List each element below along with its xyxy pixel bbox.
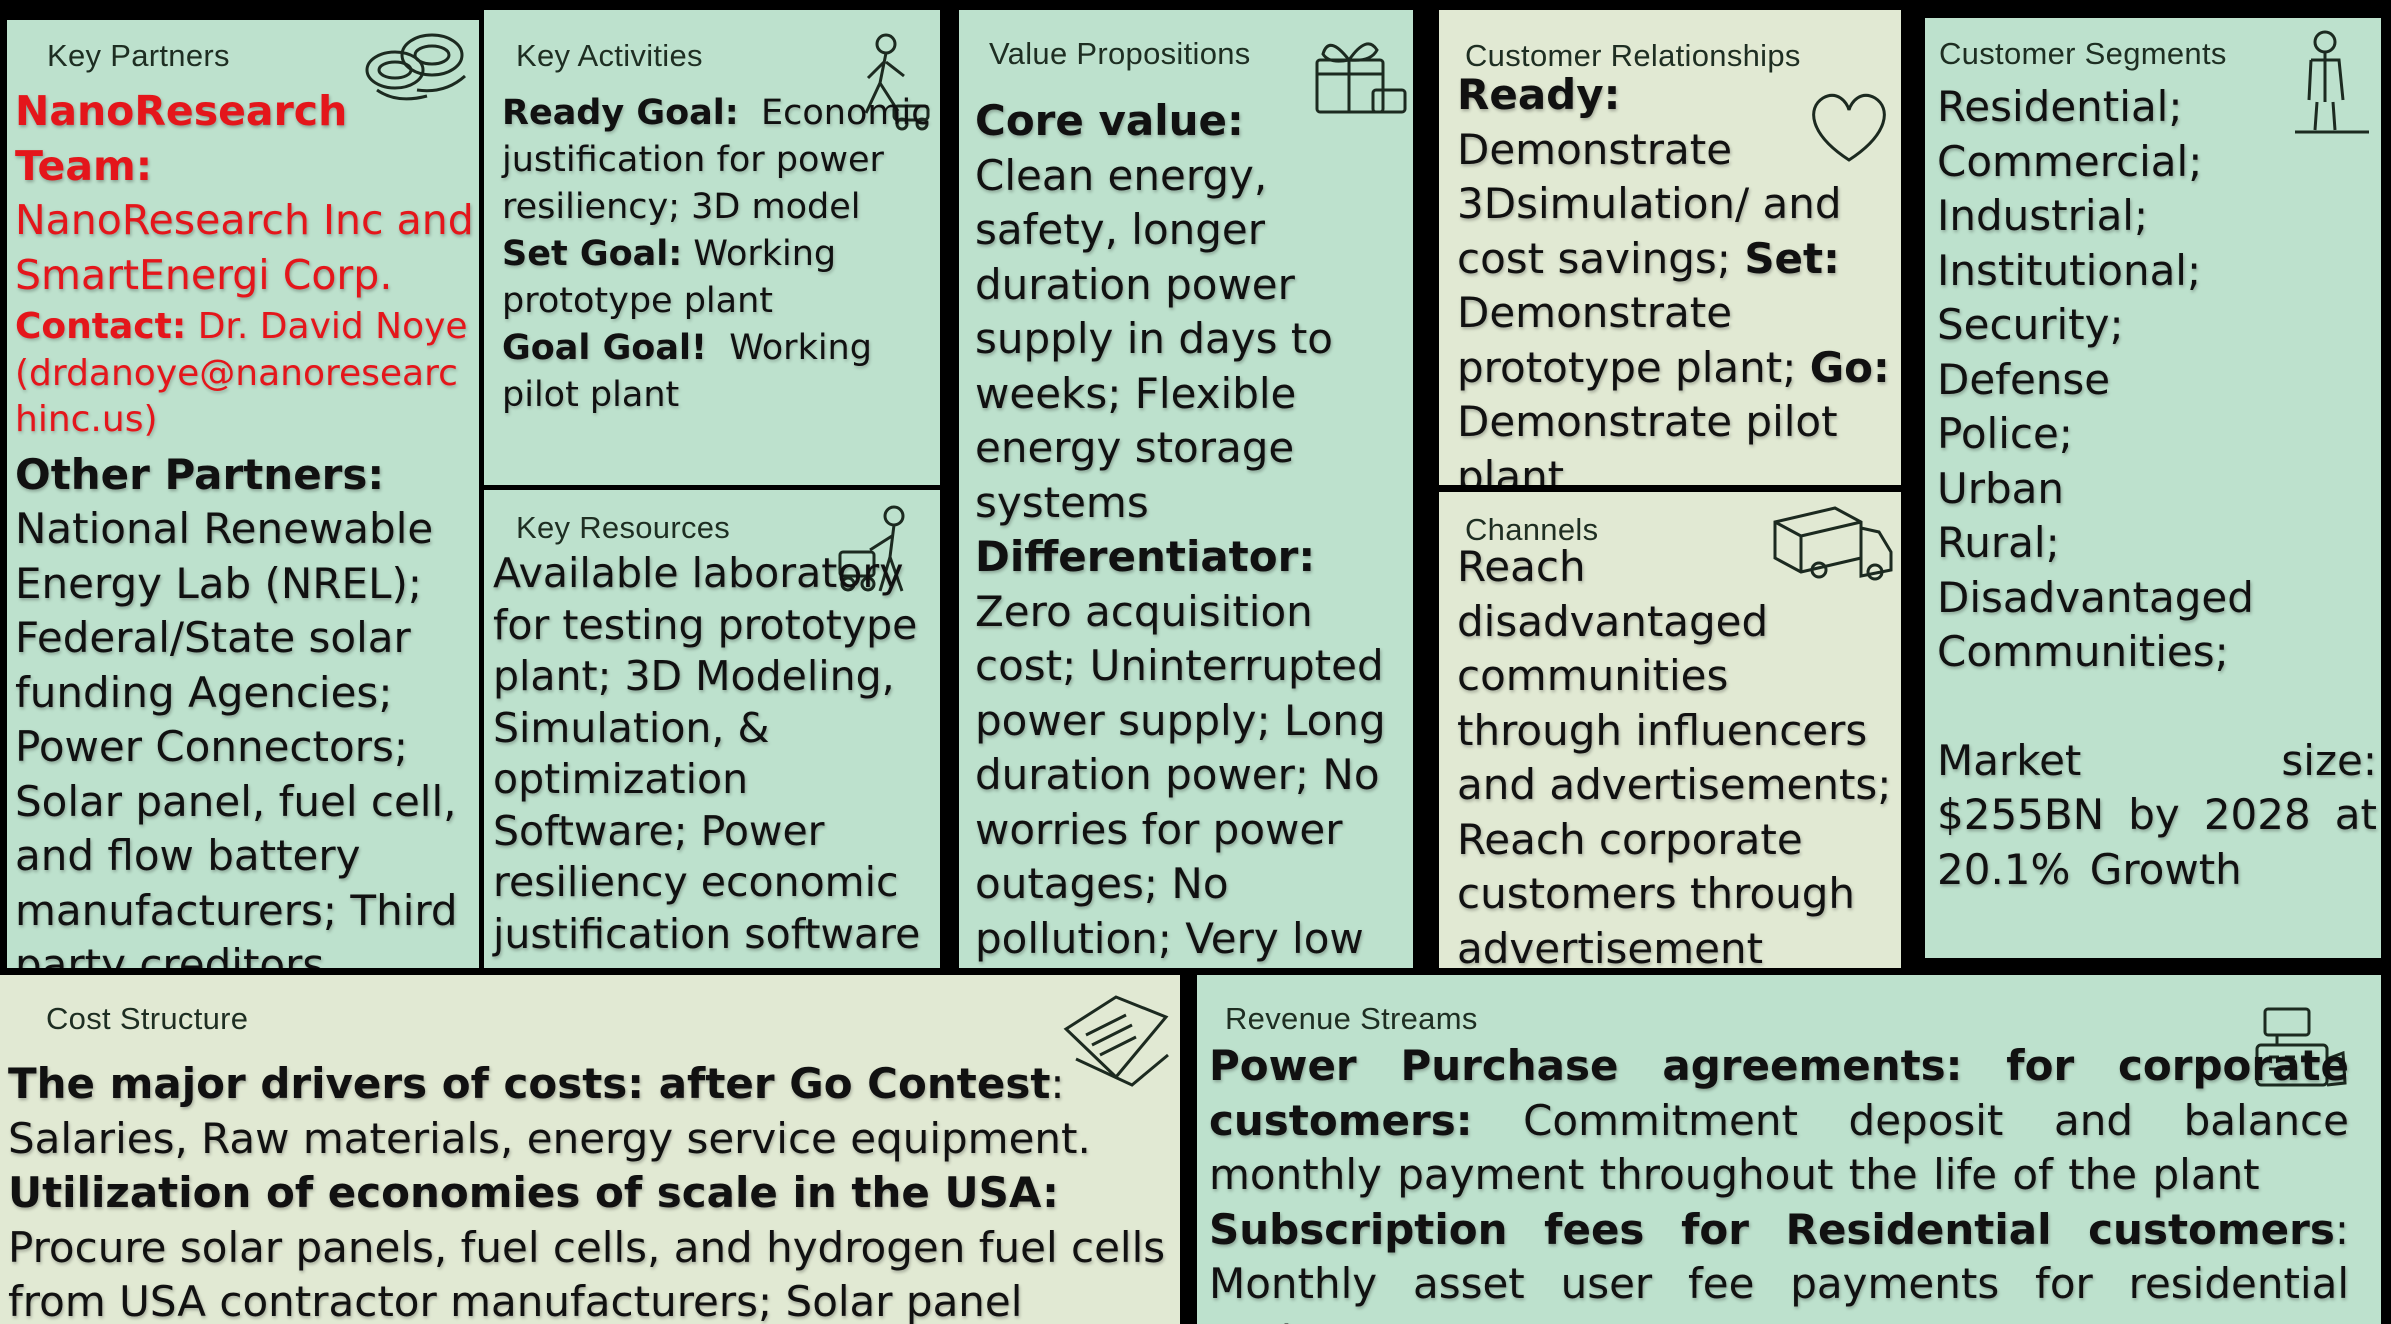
key-partners-title: Key Partners	[47, 38, 230, 73]
worker-with-cart-icon	[834, 504, 934, 600]
differentiator-label: Differentiator:	[975, 532, 1316, 581]
key-activities-title: Key Activities	[516, 38, 703, 73]
cr-set-label: Set:	[1744, 233, 1840, 283]
ka-ready-label: Ready Goal:	[502, 93, 739, 133]
ka-go-text: Working pilot plant	[502, 328, 872, 415]
price-tag-icon	[1056, 989, 1174, 1089]
key-activities-content: Ready Goal: Economic justification for p…	[502, 90, 940, 419]
market-size: Market size: $255BN by 2028 at 20.1% Gro…	[1937, 735, 2377, 894]
key-partners-block: Key Partners NanoResearch Team: NanoRese…	[7, 20, 479, 968]
segment-item: Industrial;	[1937, 191, 2149, 240]
team-members: NanoResearch Inc and SmartEnergi Corp.	[15, 196, 474, 299]
key-activities-block: Key Activities Ready Goal: Economic just…	[484, 10, 940, 485]
ka-ready-text: Economic justification for power resilie…	[502, 93, 931, 227]
channels-block: Channels Reach disadvantaged communities…	[1439, 492, 1901, 968]
other-partners-list: National Renewable Energy Lab (NREL); Fe…	[15, 504, 458, 968]
cost-structure-content: The major drivers of costs: after Go Con…	[8, 1057, 1178, 1324]
key-resources-text: Available laboratory for testing prototy…	[493, 549, 921, 958]
segment-item: Security;	[1937, 300, 2124, 349]
delivery-truck-icon	[1769, 502, 1895, 582]
economies-label: Utilization of economies of scale in the…	[8, 1168, 1059, 1217]
worker-icon	[844, 32, 934, 132]
customer-relationships-title: Customer Relationships	[1465, 38, 1801, 73]
ka-set-label: Set Goal:	[502, 234, 683, 274]
person-icon	[2285, 28, 2375, 138]
channels-text: Reach disadvantaged communities through …	[1457, 542, 1892, 968]
cr-ready-label: Ready:	[1457, 70, 1621, 119]
key-resources-block: Key Resources Available laboratory for t…	[484, 490, 940, 968]
segment-item: Commercial;	[1937, 136, 2203, 186]
cr-go-text: Demonstrate pilot plant	[1457, 397, 1838, 485]
value-propositions-content: Core value: Clean energy, safety, longer…	[975, 94, 1413, 968]
heart-icon	[1799, 80, 1899, 170]
cr-set-text: Demonstrate prototype plant;	[1457, 288, 1797, 392]
contact-email: (drdanoye@nanoresearchinc.us)	[15, 352, 458, 441]
customer-relationships-content: Ready: Demonstrate 3Dsimulation/ and cos…	[1457, 68, 1897, 485]
cost-structure-block: Cost Structure The major drivers of cost…	[0, 975, 1180, 1324]
revenue-streams-title: Revenue Streams	[1225, 1001, 1478, 1036]
cost-drivers-label: The major drivers of costs: after Go Con…	[8, 1059, 1051, 1108]
core-value-label: Core value:	[975, 96, 1244, 145]
ppa-text: Commitment deposit and balance monthly p…	[1209, 1095, 2349, 1200]
cost-drivers-text: : Salaries, Raw materials, energy servic…	[8, 1059, 1091, 1163]
ppa-label: Power Purchase agreements: for corporate…	[1209, 1041, 2349, 1145]
differentiator-text: Zero acquisition cost; Uninterrupted pow…	[975, 586, 1386, 963]
team-label: NanoResearch Team:	[15, 87, 348, 190]
cr-ready-text: Demonstrate 3Dsimulation/ and cost savin…	[1457, 124, 1842, 283]
subscription-label: Subscription fees for Residential custom…	[1209, 1204, 2335, 1254]
customer-segments-content: Residential; Commercial; Industrial; Ins…	[1937, 80, 2377, 897]
chain-links-icon	[357, 20, 475, 110]
contact-name: Dr. David Noye	[197, 306, 468, 347]
customer-segments-block: Customer Segments Residential; Commercia…	[1925, 18, 2381, 958]
other-partners-label: Other Partners:	[15, 449, 385, 499]
segment-item: Institutional;	[1937, 245, 2202, 295]
segment-item: Defense	[1937, 354, 2111, 404]
ka-go-label: Goal Goal!	[502, 328, 707, 368]
segment-item: Communities;	[1937, 627, 2229, 676]
segment-item: Police;	[1937, 409, 2073, 458]
contact-label: Contact:	[15, 306, 187, 347]
gift-icon	[1309, 24, 1409, 124]
customer-segments-title: Customer Segments	[1939, 36, 2227, 71]
cost-structure-title: Cost Structure	[46, 1001, 249, 1036]
key-resources-title: Key Resources	[516, 510, 731, 545]
key-partners-content: NanoResearch Team: NanoResearch Inc and …	[15, 84, 475, 968]
economies-text: Procure solar panels, fuel cells, and hy…	[8, 1222, 1166, 1324]
segment-item: Urban	[1937, 463, 2065, 513]
channels-title: Channels	[1465, 512, 1599, 547]
value-propositions-title: Value Propositions	[989, 36, 1251, 71]
cr-go-label: Go:	[1809, 342, 1890, 392]
core-value-text: Clean energy, safety, longer duration po…	[975, 150, 1333, 527]
cash-register-icon	[2251, 999, 2351, 1099]
ka-set-text: Working prototype plant	[502, 234, 837, 321]
customer-relationships-block: Customer Relationships Ready: Demonstrat…	[1439, 10, 1901, 485]
subscription-text: : Monthly asset user fee payments for re…	[1209, 1204, 2349, 1324]
segment-item: Residential;	[1937, 82, 2183, 131]
segment-item: Rural;	[1937, 518, 2060, 567]
revenue-streams-block: Revenue Streams Power Purchase agreement…	[1197, 975, 2381, 1324]
segment-item: Disadvantaged	[1937, 572, 2254, 622]
value-propositions-block: Value Propositions Core value: Clean ene…	[959, 10, 1413, 968]
revenue-streams-content: Power Purchase agreements: for corporate…	[1209, 1039, 2349, 1324]
